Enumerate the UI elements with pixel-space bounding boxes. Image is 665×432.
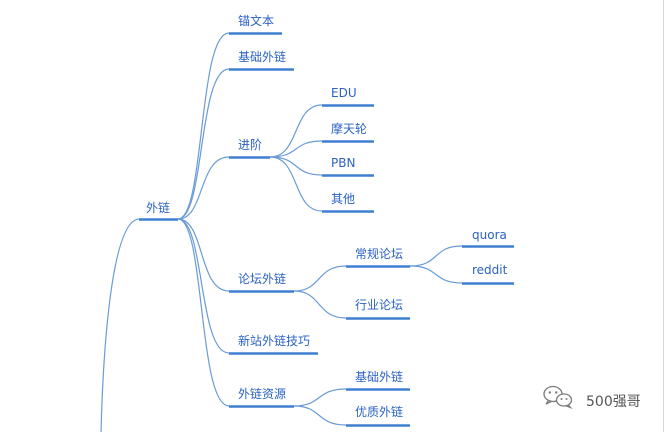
node-label-basic: 基础外链 xyxy=(238,49,286,64)
node-label-forum-regular: 常规论坛 xyxy=(355,246,403,261)
node-reddit[interactable]: reddit xyxy=(462,263,514,285)
node-label-advanced: 进阶 xyxy=(238,138,262,152)
node-forum[interactable]: 论坛外链 xyxy=(229,271,294,293)
watermark: 500强哥 xyxy=(543,385,641,410)
node-label-forum: 论坛外链 xyxy=(238,271,286,286)
node-label-quora: quora xyxy=(472,228,507,242)
node-other[interactable]: 其他 xyxy=(322,192,374,213)
node-res-quality[interactable]: 优质外链 xyxy=(346,404,410,427)
edge-resources-quality xyxy=(293,405,347,426)
node-edu[interactable]: EDU xyxy=(322,86,374,107)
node-res-basic[interactable]: 基础外链 xyxy=(346,369,410,391)
edge-root-anchor xyxy=(177,32,230,220)
node-label-ferris: 摩天轮 xyxy=(331,121,367,136)
edge-advanced-pbn xyxy=(269,156,323,176)
edge-regular-reddit xyxy=(409,265,463,284)
edges-group xyxy=(100,32,463,432)
edge-parent-root xyxy=(100,218,140,432)
node-label-anchor: 锚文本 xyxy=(238,13,274,28)
node-label-forum-industry: 行业论坛 xyxy=(355,298,403,312)
node-basic[interactable]: 基础外链 xyxy=(229,49,294,71)
edge-root-newsite xyxy=(177,218,230,354)
edge-regular-quora xyxy=(409,245,463,267)
edge-forum-industry xyxy=(293,290,347,319)
node-label-resources: 外链资源 xyxy=(238,386,286,401)
node-forum-regular[interactable]: 常规论坛 xyxy=(346,246,410,268)
edge-advanced-other xyxy=(269,156,323,212)
edge-resources-basic xyxy=(293,388,347,407)
edge-advanced-edu xyxy=(269,104,323,158)
node-quora[interactable]: quora xyxy=(462,228,514,248)
node-label-root: 外链 xyxy=(146,200,170,215)
node-newsite[interactable]: 新站外链技巧 xyxy=(229,333,318,355)
node-ferris[interactable]: 摩天轮 xyxy=(322,121,374,143)
edge-root-resources xyxy=(177,218,230,407)
node-label-res-quality: 优质外链 xyxy=(355,404,403,419)
node-label-res-basic: 基础外链 xyxy=(355,369,403,384)
node-forum-industry[interactable]: 行业论坛 xyxy=(346,298,410,320)
edge-forum-regular xyxy=(293,265,347,292)
node-pbn[interactable]: PBN xyxy=(322,156,374,177)
edge-root-advanced xyxy=(177,156,230,220)
watermark-text: 500强哥 xyxy=(586,394,641,410)
edge-advanced-ferris xyxy=(269,140,323,158)
node-label-reddit: reddit xyxy=(472,263,508,277)
wechat-icon xyxy=(543,385,573,409)
node-label-other: 其他 xyxy=(331,192,355,206)
node-advanced[interactable]: 进阶 xyxy=(229,138,270,159)
node-root[interactable]: 外链 xyxy=(139,200,178,221)
node-resources[interactable]: 外链资源 xyxy=(229,386,294,408)
node-label-edu: EDU xyxy=(331,86,357,100)
edge-root-basic xyxy=(177,68,230,220)
edge-root-forum xyxy=(177,218,230,292)
node-anchor[interactable]: 锚文本 xyxy=(229,13,282,35)
node-label-newsite: 新站外链技巧 xyxy=(238,333,310,348)
node-label-pbn: PBN xyxy=(331,156,355,170)
